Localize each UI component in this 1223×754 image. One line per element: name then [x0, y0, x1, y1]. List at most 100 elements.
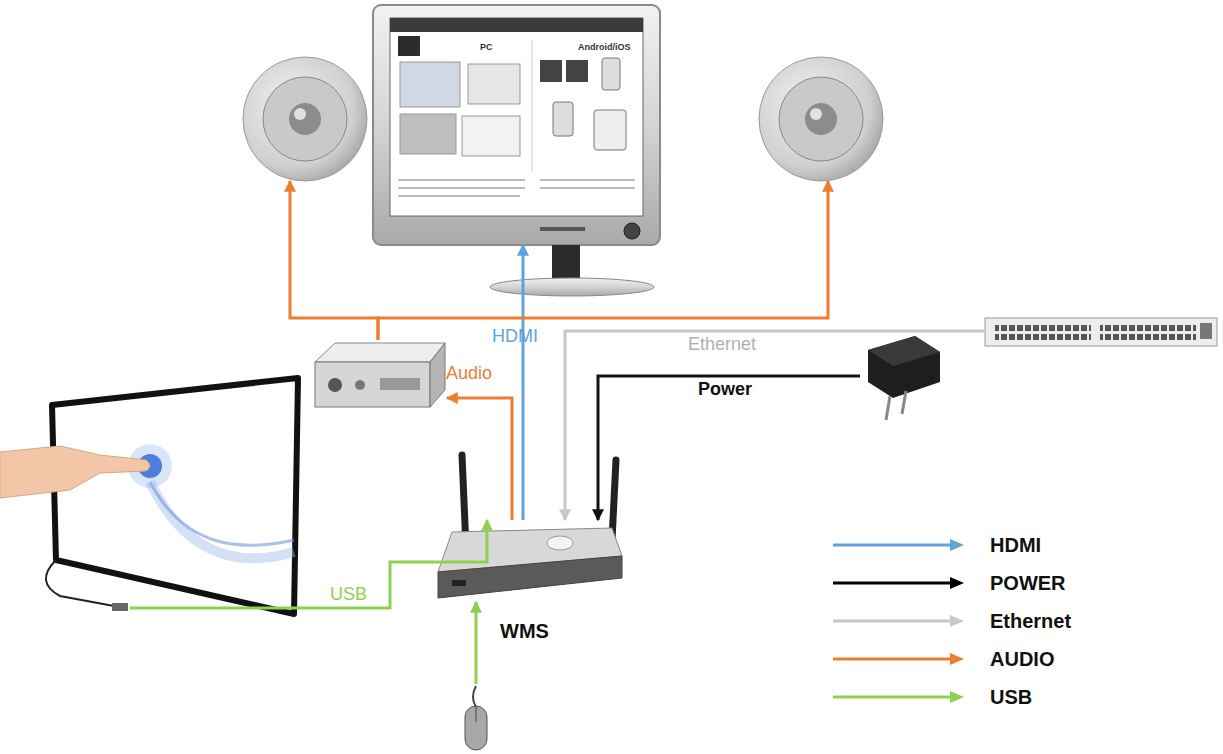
touch-screen-illustration	[0, 378, 298, 614]
screen-thumbnail	[468, 64, 520, 104]
power-button	[624, 223, 640, 239]
swipe-trail	[150, 482, 294, 545]
legend-swatch	[828, 649, 968, 669]
legend-label: HDMI	[990, 534, 1041, 557]
screen-thumbnail	[400, 62, 460, 107]
legend: HDMI POWER EthernetAUDIO USB	[828, 526, 1071, 716]
touch-cable	[46, 560, 114, 606]
touch-screen-frame	[52, 378, 298, 614]
screen-top-bar	[390, 18, 643, 32]
legend-line	[833, 620, 952, 623]
legend-item: Ethernet	[828, 602, 1071, 640]
cable-label: Ethernet	[688, 335, 756, 355]
wms-illustration	[438, 455, 622, 598]
phone-symbol	[553, 102, 573, 136]
power-adapter-illustration	[868, 336, 940, 420]
cable-connector	[475, 602, 478, 684]
screen-icon	[398, 36, 420, 56]
node-label: Android/iOS	[578, 43, 631, 53]
cable-connector	[290, 181, 378, 340]
speaker	[243, 57, 367, 181]
mouse	[462, 684, 490, 752]
mouse-cable	[473, 686, 476, 707]
node-label: PC	[480, 43, 493, 53]
cable-connector	[447, 398, 512, 520]
cable-connector	[130, 520, 487, 608]
adapter-prong	[902, 391, 906, 414]
cable-label: USB	[330, 585, 367, 605]
legend-item: HDMI	[828, 526, 1071, 564]
adapter-top	[868, 336, 940, 366]
tablet-symbol	[594, 110, 626, 150]
legend-arrowhead	[950, 615, 964, 627]
node-label: WMS	[500, 620, 549, 642]
phone-symbol	[602, 58, 620, 90]
speaker-highlight	[294, 108, 306, 120]
usb-plug	[112, 603, 128, 611]
legend-swatch	[828, 687, 968, 707]
brand-mark	[540, 227, 585, 231]
speaker-cone	[263, 77, 347, 161]
speaker	[759, 57, 883, 181]
cable-label: Power	[698, 380, 752, 400]
adapter-prong	[886, 396, 890, 420]
switch-uplink	[1200, 323, 1212, 339]
mouse-illustration	[465, 686, 487, 750]
switch-ports	[995, 322, 1091, 340]
legend-line	[833, 696, 952, 699]
speaker-illustration	[243, 57, 367, 181]
speaker-illustration	[759, 57, 883, 181]
legend-item: AUDIO	[828, 640, 1071, 678]
speaker-cap	[805, 103, 837, 135]
screen-text-lines	[398, 180, 635, 196]
amplifier-top	[315, 343, 445, 362]
network-switch	[985, 316, 1217, 348]
legend-arrowhead	[950, 539, 964, 551]
switch-body	[985, 318, 1217, 346]
cable-connector	[522, 245, 525, 520]
legend-label: Ethernet	[990, 610, 1071, 633]
legend-swatch	[828, 611, 968, 631]
speaker-highlight	[810, 108, 822, 120]
touch-screen	[45, 375, 305, 608]
antenna	[612, 460, 616, 540]
amplifier-side	[430, 343, 445, 407]
mouse-split	[476, 706, 477, 722]
legend-line	[833, 658, 952, 661]
amplifier-illustration	[315, 343, 445, 407]
speaker-body	[243, 57, 367, 181]
legend-label: AUDIO	[990, 648, 1054, 671]
audio-amplifier	[313, 340, 447, 410]
amplifier-knob	[355, 380, 365, 390]
swipe-trail	[150, 482, 294, 558]
speaker-body	[759, 57, 883, 181]
legend-swatch	[828, 535, 968, 555]
qr-code	[566, 60, 588, 82]
monitor-neck	[552, 245, 580, 279]
power-adapter	[860, 338, 945, 423]
monitor-illustration	[373, 5, 660, 296]
qr-code	[540, 60, 562, 82]
adapter-body	[868, 336, 940, 398]
legend-label: POWER	[990, 572, 1066, 595]
cable-connector	[565, 331, 985, 520]
cable-connector	[598, 376, 860, 520]
monitor-screen	[390, 18, 643, 216]
screen-divider	[532, 40, 533, 172]
switch-ports	[1100, 322, 1196, 340]
cable-connector	[378, 181, 828, 340]
screen-thumbnail	[462, 116, 520, 156]
switch-illustration	[985, 318, 1217, 346]
legend-arrowhead	[950, 653, 964, 665]
speaker-cone	[779, 77, 863, 161]
speaker-cap	[289, 103, 321, 135]
legend-label: USB	[990, 686, 1032, 709]
amplifier-knob	[328, 378, 342, 392]
legend-item: USB	[828, 678, 1071, 716]
legend-arrowhead	[950, 691, 964, 703]
amplifier-panel	[380, 378, 420, 390]
legend-swatch	[828, 573, 968, 593]
legend-arrowhead	[950, 577, 964, 589]
screen-thumbnail	[400, 114, 456, 154]
